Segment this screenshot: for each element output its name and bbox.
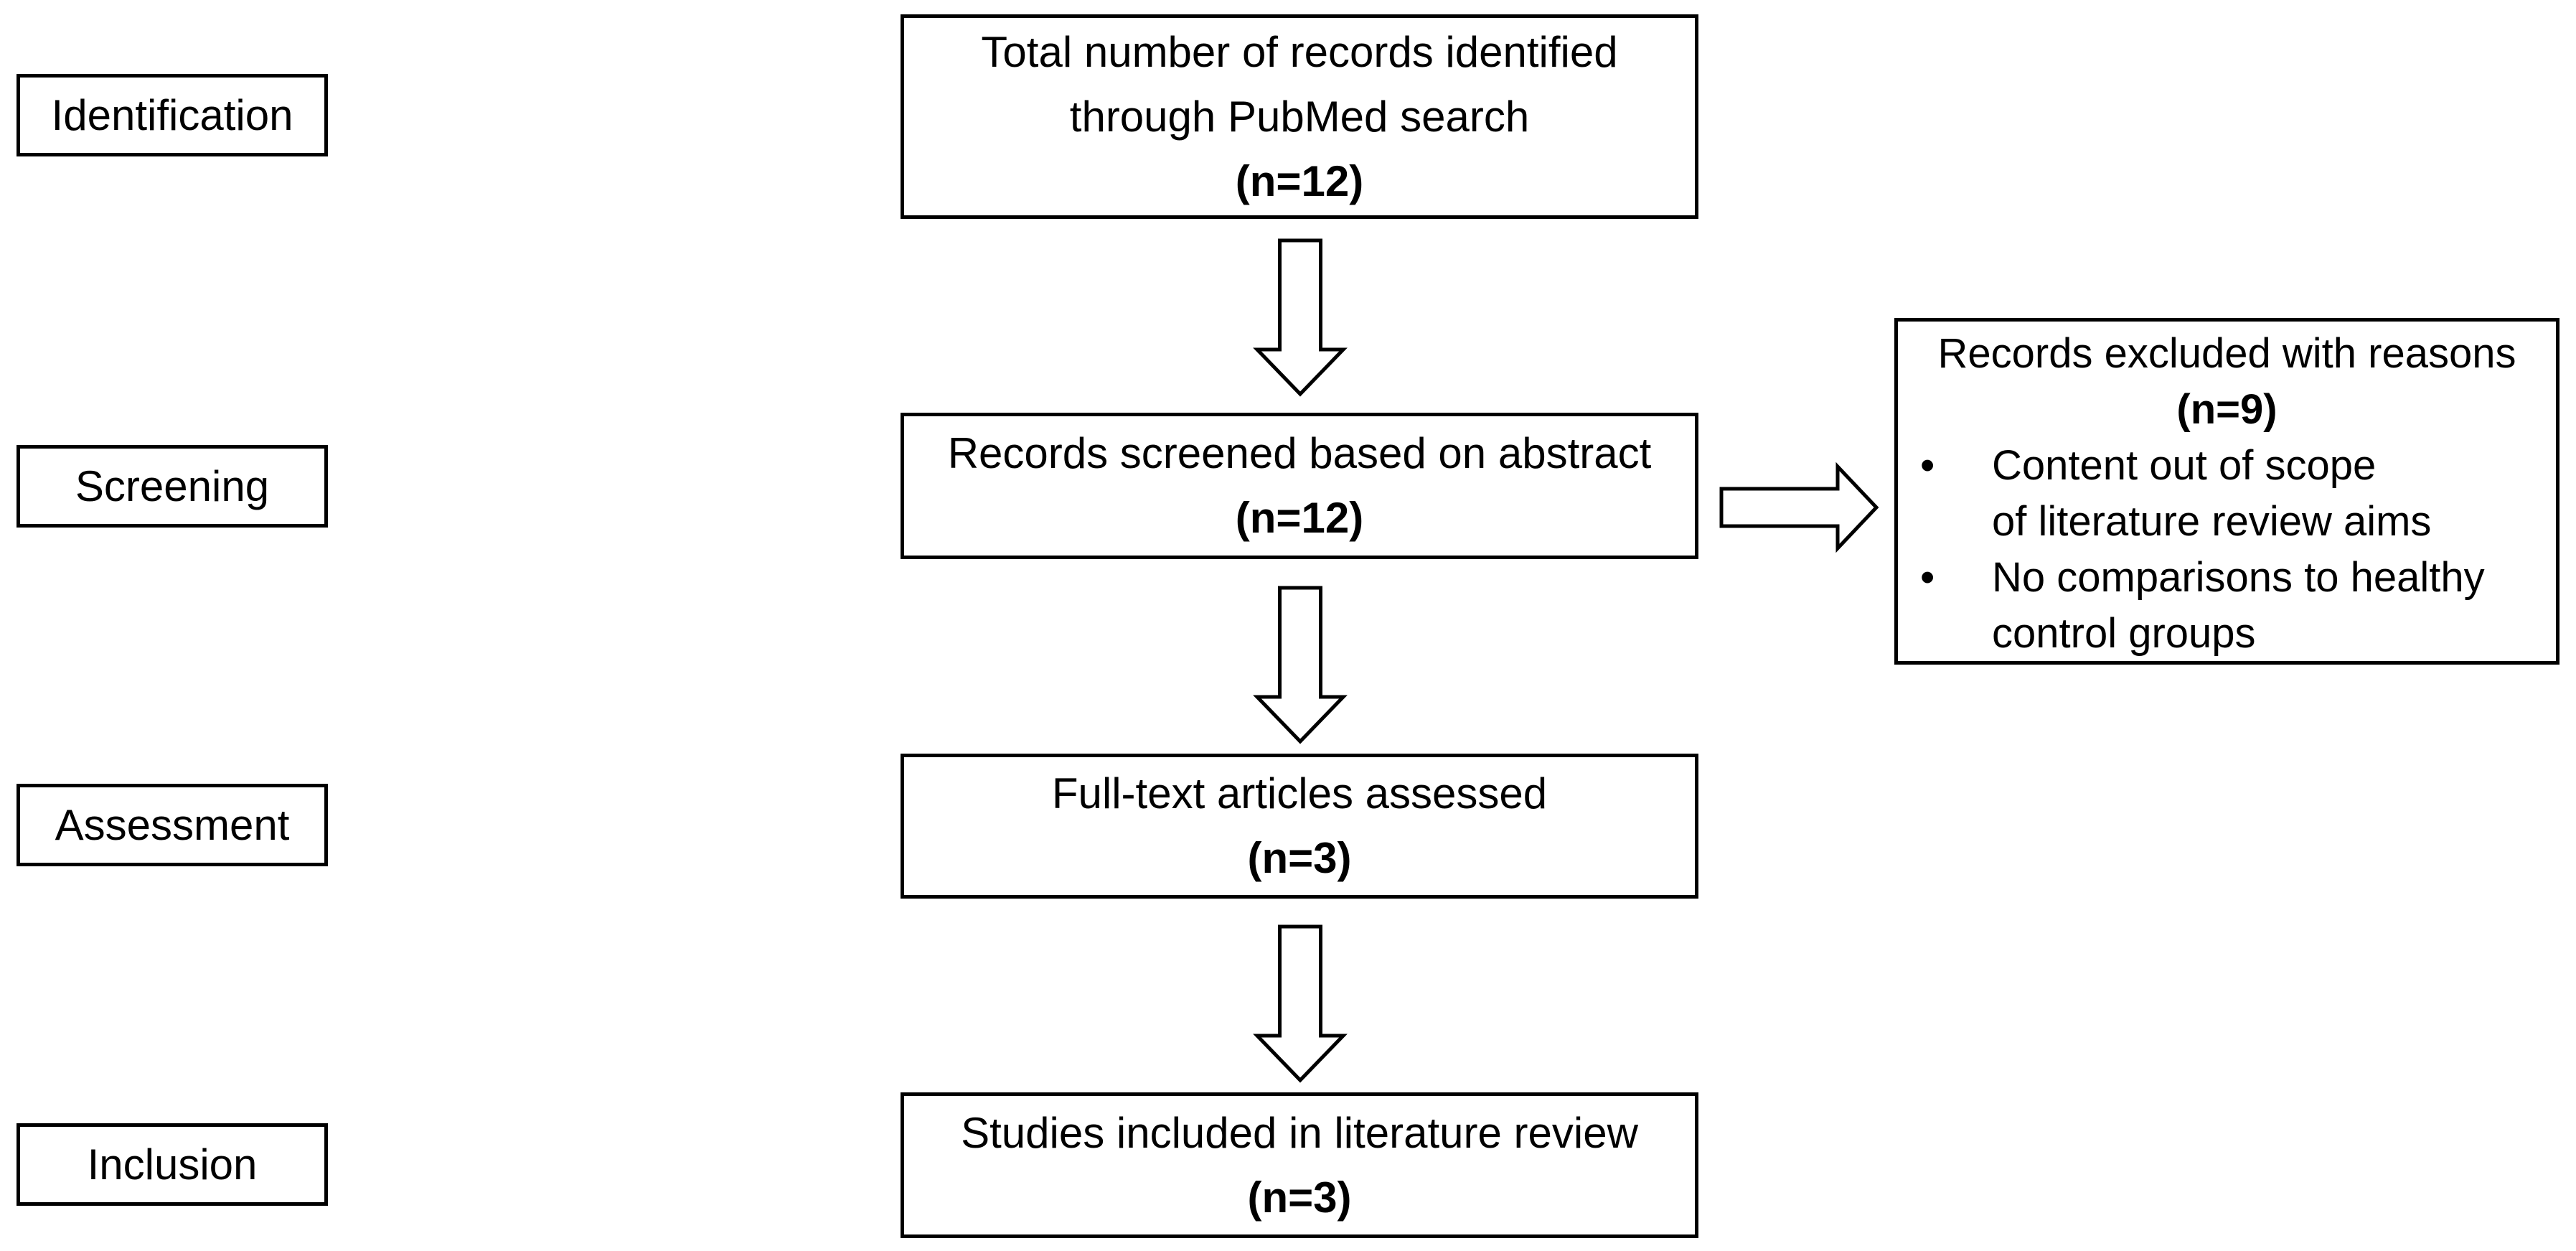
- stage-label-screening: Screening: [17, 445, 328, 528]
- stage-label-text: Screening: [75, 462, 270, 510]
- flow-box-text: Records screened based on abstract: [947, 429, 1652, 477]
- exclusion-box-title: Records excluded with reasons: [1937, 330, 2516, 377]
- right-arrow-icon: [1719, 461, 1879, 553]
- flow-box-text: Total number of records identified throu…: [981, 27, 1618, 141]
- exclusion-box: Records excluded with reasons (n=9) • Co…: [1894, 318, 2559, 665]
- stage-label-inclusion: Inclusion: [17, 1123, 328, 1206]
- flow-box-text: Full-text articles assessed: [1051, 769, 1548, 817]
- exclusion-box-count: (n=9): [2176, 386, 2277, 433]
- flow-box-count: (n=3): [1247, 834, 1352, 882]
- flow-box-fulltext-assessed: Full-text articles assessed (n=3): [901, 754, 1698, 899]
- exclusion-reason-text: No comparisons to healthy control groups: [1992, 554, 2485, 657]
- bullet-icon: •: [1920, 442, 1935, 489]
- exclusion-reason-list: • Content out of scope of literature rev…: [1910, 438, 2544, 662]
- stage-label-text: Identification: [51, 91, 293, 139]
- down-arrow-icon: [1253, 238, 1348, 397]
- flow-box-count: (n=12): [1235, 156, 1364, 205]
- stage-label-assessment: Assessment: [17, 784, 328, 866]
- bullet-icon: •: [1920, 554, 1935, 601]
- flow-box-count: (n=3): [1247, 1173, 1352, 1222]
- stage-label-text: Assessment: [55, 801, 290, 849]
- stage-label-identification: Identification: [17, 74, 328, 156]
- flow-box-text: Studies included in literature review: [961, 1108, 1638, 1157]
- flow-box-studies-included: Studies included in literature review (n…: [901, 1092, 1698, 1238]
- down-arrow-icon: [1253, 586, 1348, 744]
- flow-box-records-identified: Total number of records identified throu…: [901, 14, 1698, 219]
- exclusion-reason-item: • Content out of scope of literature rev…: [1920, 438, 2544, 550]
- exclusion-reason-item: • No comparisons to healthy control grou…: [1920, 550, 2544, 662]
- flow-box-records-screened: Records screened based on abstract (n=12…: [901, 413, 1698, 559]
- stage-label-text: Inclusion: [87, 1140, 258, 1189]
- flow-box-count: (n=12): [1235, 494, 1364, 542]
- down-arrow-icon: [1253, 924, 1348, 1083]
- exclusion-reason-text: Content out of scope of literature revie…: [1992, 442, 2432, 545]
